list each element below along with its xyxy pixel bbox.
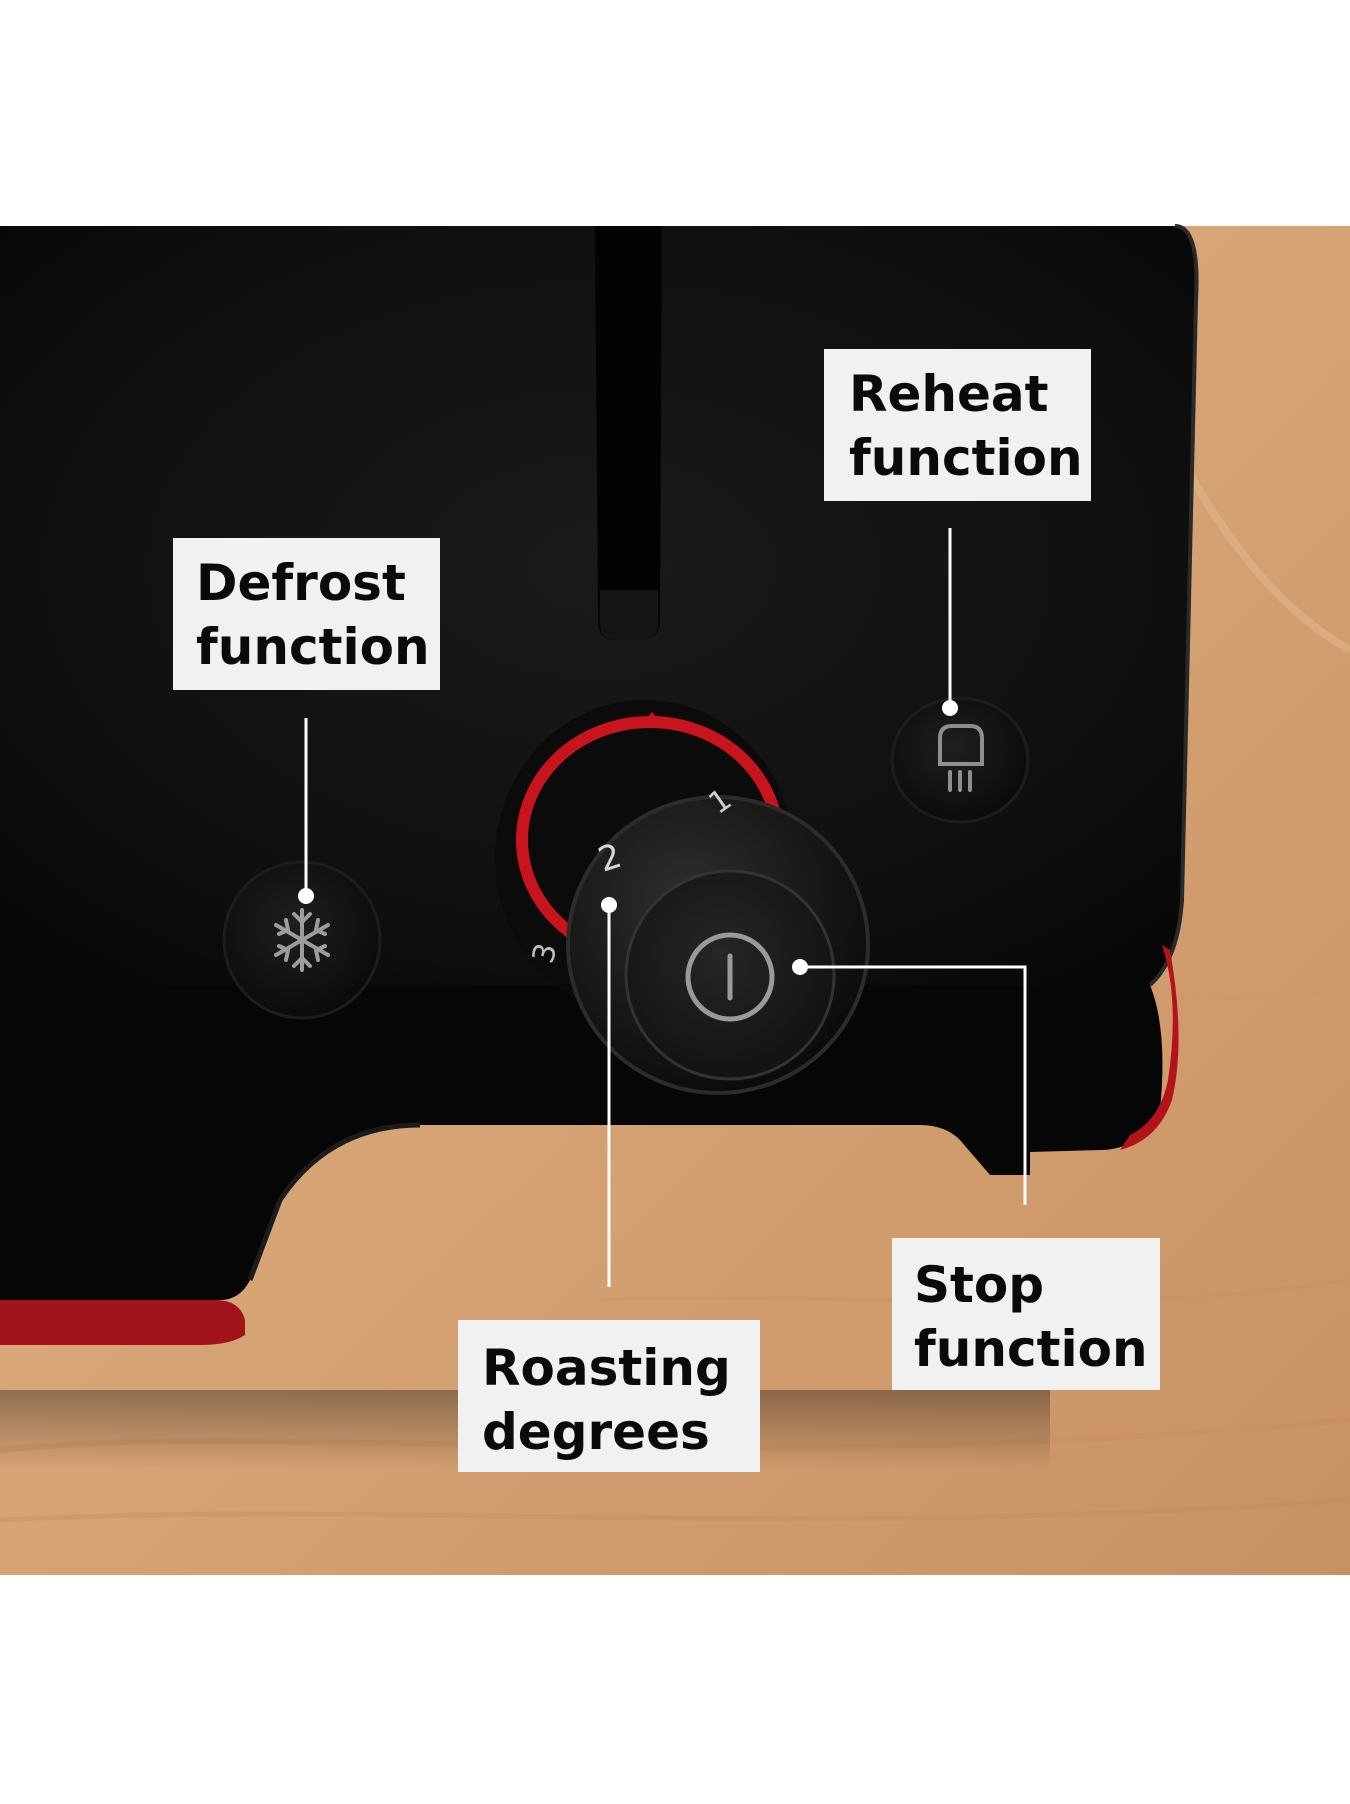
callout-defrost-line1: Defrost — [196, 554, 406, 612]
bread-slot — [595, 226, 662, 640]
callout-stop-line1: Stop — [914, 1256, 1045, 1314]
callout-stop-function: Stop function — [892, 1238, 1160, 1390]
callout-roasting-degrees: Roasting degrees — [458, 1320, 760, 1472]
roasting-dial[interactable] — [495, 700, 870, 1095]
callout-defrost-line2: function — [196, 618, 430, 676]
callout-reheat-function: Reheat function — [824, 349, 1091, 501]
snowflake-icon — [274, 908, 330, 972]
leader-stop — [800, 965, 1027, 1205]
callout-roasting-line1: Roasting — [482, 1339, 731, 1397]
callout-reheat-line2: function — [849, 429, 1083, 487]
reheat-button[interactable] — [890, 696, 1030, 824]
callout-roasting-line2: degrees — [482, 1403, 710, 1461]
toaster-base — [0, 985, 1163, 1310]
red-base-strip — [0, 1300, 245, 1345]
power-icon — [685, 932, 775, 1022]
toast-icon — [938, 724, 984, 792]
leader-lines — [304, 528, 1027, 1287]
callout-stop-line2: function — [914, 1320, 1148, 1378]
callout-defrost-function: Defrost function — [173, 538, 440, 690]
defrost-button[interactable] — [222, 860, 382, 1020]
leader-dots — [298, 700, 958, 975]
callout-reheat-line1: Reheat — [849, 365, 1049, 423]
